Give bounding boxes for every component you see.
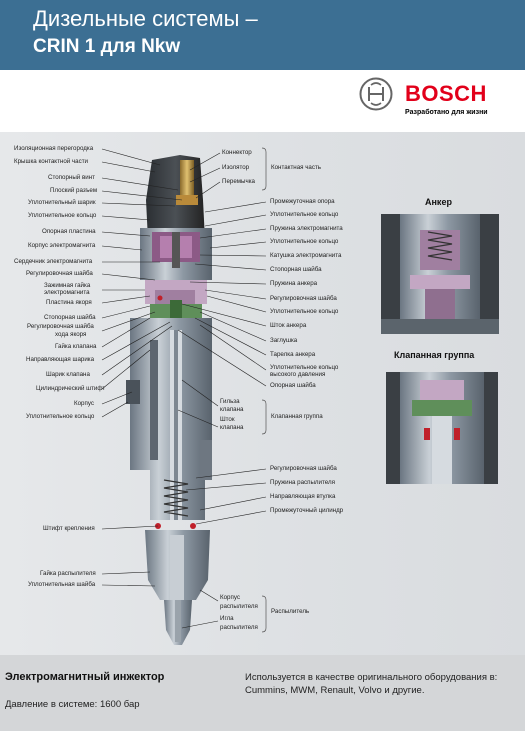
label-jumper: Перемычка — [222, 178, 255, 185]
brand-block: BOSCH Разработано для жизни — [355, 77, 515, 122]
label-armature-plate-r: Тарелка анкера — [270, 351, 316, 358]
label-locking-screw: Стопорный винт — [48, 174, 95, 181]
label-nozzle-needle-2: распылителя — [220, 624, 258, 631]
label-armature-plate: Пластина якоря — [46, 299, 92, 306]
page-title-line2: CRIN 1 для Nkw — [33, 36, 181, 57]
footer-bar — [0, 655, 525, 731]
label-stop-washer: Стопорная шайба — [44, 314, 96, 321]
brand-tagline: Разработано для жизни — [405, 109, 488, 116]
valve-group-detail-title: Клапанная группа — [394, 350, 475, 360]
armature-detail-title: Анкер — [425, 197, 452, 207]
label-clamping-nut: Зажимная гайка — [44, 282, 91, 289]
label-hp-seal-ring-2: высокого давления — [270, 371, 326, 378]
label-nozzle-spring: Пружина распылителя — [270, 479, 335, 486]
header-banner: Дизельные системы – CRIN 1 для Nkw — [0, 0, 525, 70]
label-guide-sleeve: Направляющая втулка — [270, 493, 336, 500]
label-insulator: Изолятор — [222, 164, 250, 171]
label-seal-ball: Уплотнительный шарик — [28, 199, 96, 206]
label-solenoid-core: Сердечник электромагнита — [14, 258, 93, 265]
armature-detail-image — [381, 214, 499, 334]
label-armature-shim-2: хода якоря — [55, 331, 87, 338]
label-valve-sleeve: Гильза — [220, 398, 240, 405]
label-solenoid-housing: Корпус электромагнита — [28, 242, 96, 249]
label-seal-ring-2: Уплотнительное кольцо — [26, 413, 95, 420]
label-seal-ring: Уплотнительное кольцо — [28, 212, 97, 219]
label-armature-rod: Шток анкера — [270, 322, 307, 329]
label-r-stop-washer: Стопорная шайба — [270, 266, 322, 273]
label-r-seal-ring-1: Уплотнительное кольцо — [270, 211, 339, 218]
leader-lines-left — [101, 148, 183, 587]
oem-usage-line1: Используется в качестве оригинального об… — [245, 672, 498, 683]
label-valve-rod-2: клапана — [220, 424, 244, 431]
bosch-armature-logo-icon — [359, 77, 393, 111]
label-armature-spring: Пружина анкера — [270, 280, 318, 287]
group-valve-label: Клапанная группа — [271, 413, 323, 420]
label-nozzle-body: Корпус — [220, 594, 240, 601]
label-clamping-nut-2: электромагнита — [44, 289, 90, 296]
label-nozzle-needle: Игла — [220, 615, 234, 622]
injector-body — [126, 155, 212, 645]
oem-usage: Используется в качестве оригинального об… — [245, 671, 525, 697]
system-pressure: Давление в системе: 1600 бар — [5, 699, 140, 710]
label-hp-seal-ring: Уплотнительное кольцо — [270, 364, 339, 371]
label-connector: Коннектор — [222, 149, 252, 156]
label-solenoid-spring: Пружина электромагнита — [270, 225, 343, 232]
leader-lines-right — [177, 152, 267, 629]
label-valve-ball: Шарик клапана — [46, 371, 90, 378]
label-contact-cover: Крышка контактной части — [14, 158, 88, 165]
brand-name: BOSCH — [405, 81, 487, 106]
product-name: Электромагнитный инжектор — [5, 671, 165, 683]
label-cyl-pin: Цилиндрический штифт — [36, 385, 106, 392]
label-flat-connector: Плоский разъем — [50, 187, 98, 194]
label-seal-washer: Уплотнительная шайба — [28, 581, 96, 588]
label-low-shim: Регулировочная шайба — [270, 465, 337, 472]
group-brackets — [261, 147, 267, 633]
label-solenoid-coil: Катушка электромагнита — [270, 252, 342, 259]
label-intermediate-cylinder: Промежуточный цилиндр — [270, 507, 344, 514]
label-plug: Заглушка — [270, 337, 298, 344]
label-valve-sleeve-2: клапана — [220, 406, 244, 413]
label-ball-guide: Направляющая шарика — [26, 356, 95, 363]
label-r-seal-ring-3: Уплотнительное кольцо — [270, 308, 339, 315]
oem-usage-line2: Cummins, MWM, Renault, Volvo и другие. — [245, 685, 425, 696]
group-contact-label: Контактная часть — [271, 164, 322, 171]
label-armature-shim: Регулировочная шайба — [27, 323, 94, 330]
label-r-shim: Регулировочная шайба — [270, 295, 337, 302]
label-support-plate: Опорная пластина — [42, 228, 96, 235]
label-nozzle-nut: Гайка распылителя — [40, 570, 96, 577]
group-nozzle-label: Распылитель — [271, 608, 310, 615]
label-support-washer: Опорная шайба — [270, 382, 316, 389]
label-valve-nut: Гайка клапана — [55, 343, 97, 350]
label-valve-rod: Шток — [220, 416, 235, 423]
label-fixing-pin: Штифт крепления — [43, 525, 95, 532]
page-title-line1: Дизельные системы – — [33, 6, 258, 31]
label-insulating-partition: Изоляционная перегородка — [14, 145, 94, 152]
valve-group-detail-image — [386, 372, 498, 484]
label-nozzle-body-2: распылителя — [220, 603, 258, 610]
label-shim: Регулировочная шайба — [26, 270, 93, 277]
label-intermediate-support: Промежуточная опора — [270, 198, 335, 205]
label-r-seal-ring-2: Уплотнительное кольцо — [270, 238, 339, 245]
label-body: Корпус — [74, 400, 94, 407]
